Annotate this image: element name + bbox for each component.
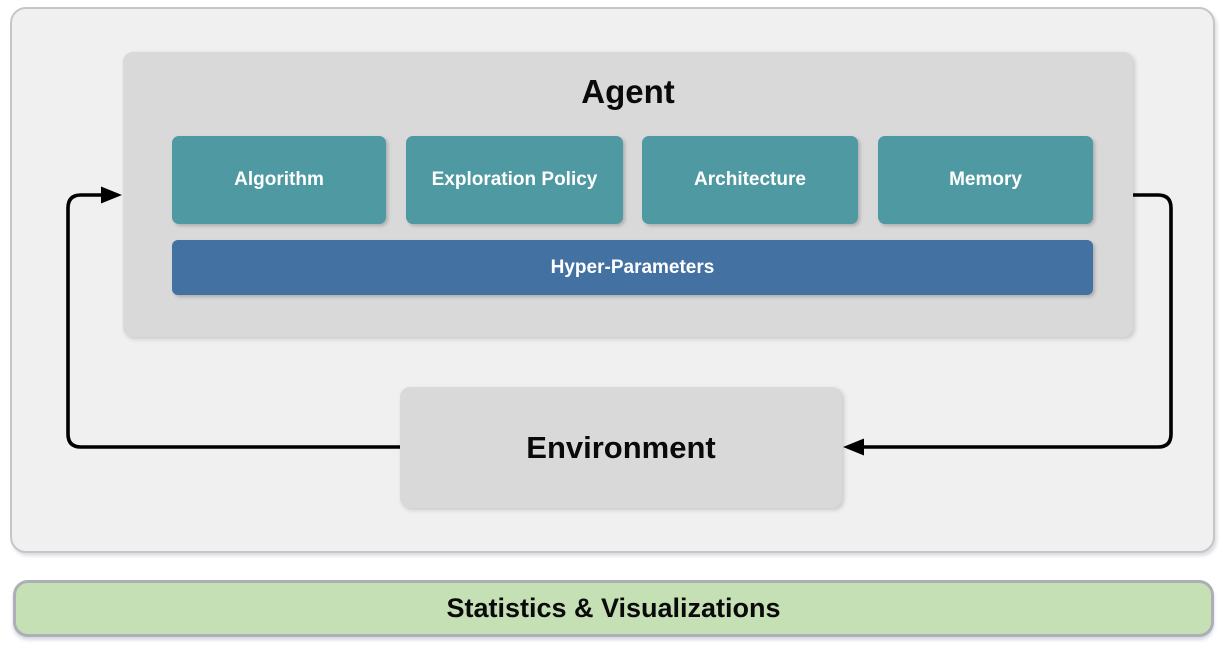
component-box-algorithm: Algorithm <box>172 136 386 224</box>
agent-title: Agent <box>123 70 1133 114</box>
environment-box: Environment <box>400 387 842 508</box>
environment-title: Environment <box>526 430 715 466</box>
component-box-exploration-policy: Exploration Policy <box>406 136 623 224</box>
statistics-visualizations-label: Statistics & Visualizations <box>446 593 780 624</box>
component-box-architecture: Architecture <box>642 136 858 224</box>
hyper-parameters-bar: Hyper-Parameters <box>172 240 1093 295</box>
statistics-visualizations-bar: Statistics & Visualizations <box>13 580 1214 637</box>
component-box-memory: Memory <box>878 136 1093 224</box>
